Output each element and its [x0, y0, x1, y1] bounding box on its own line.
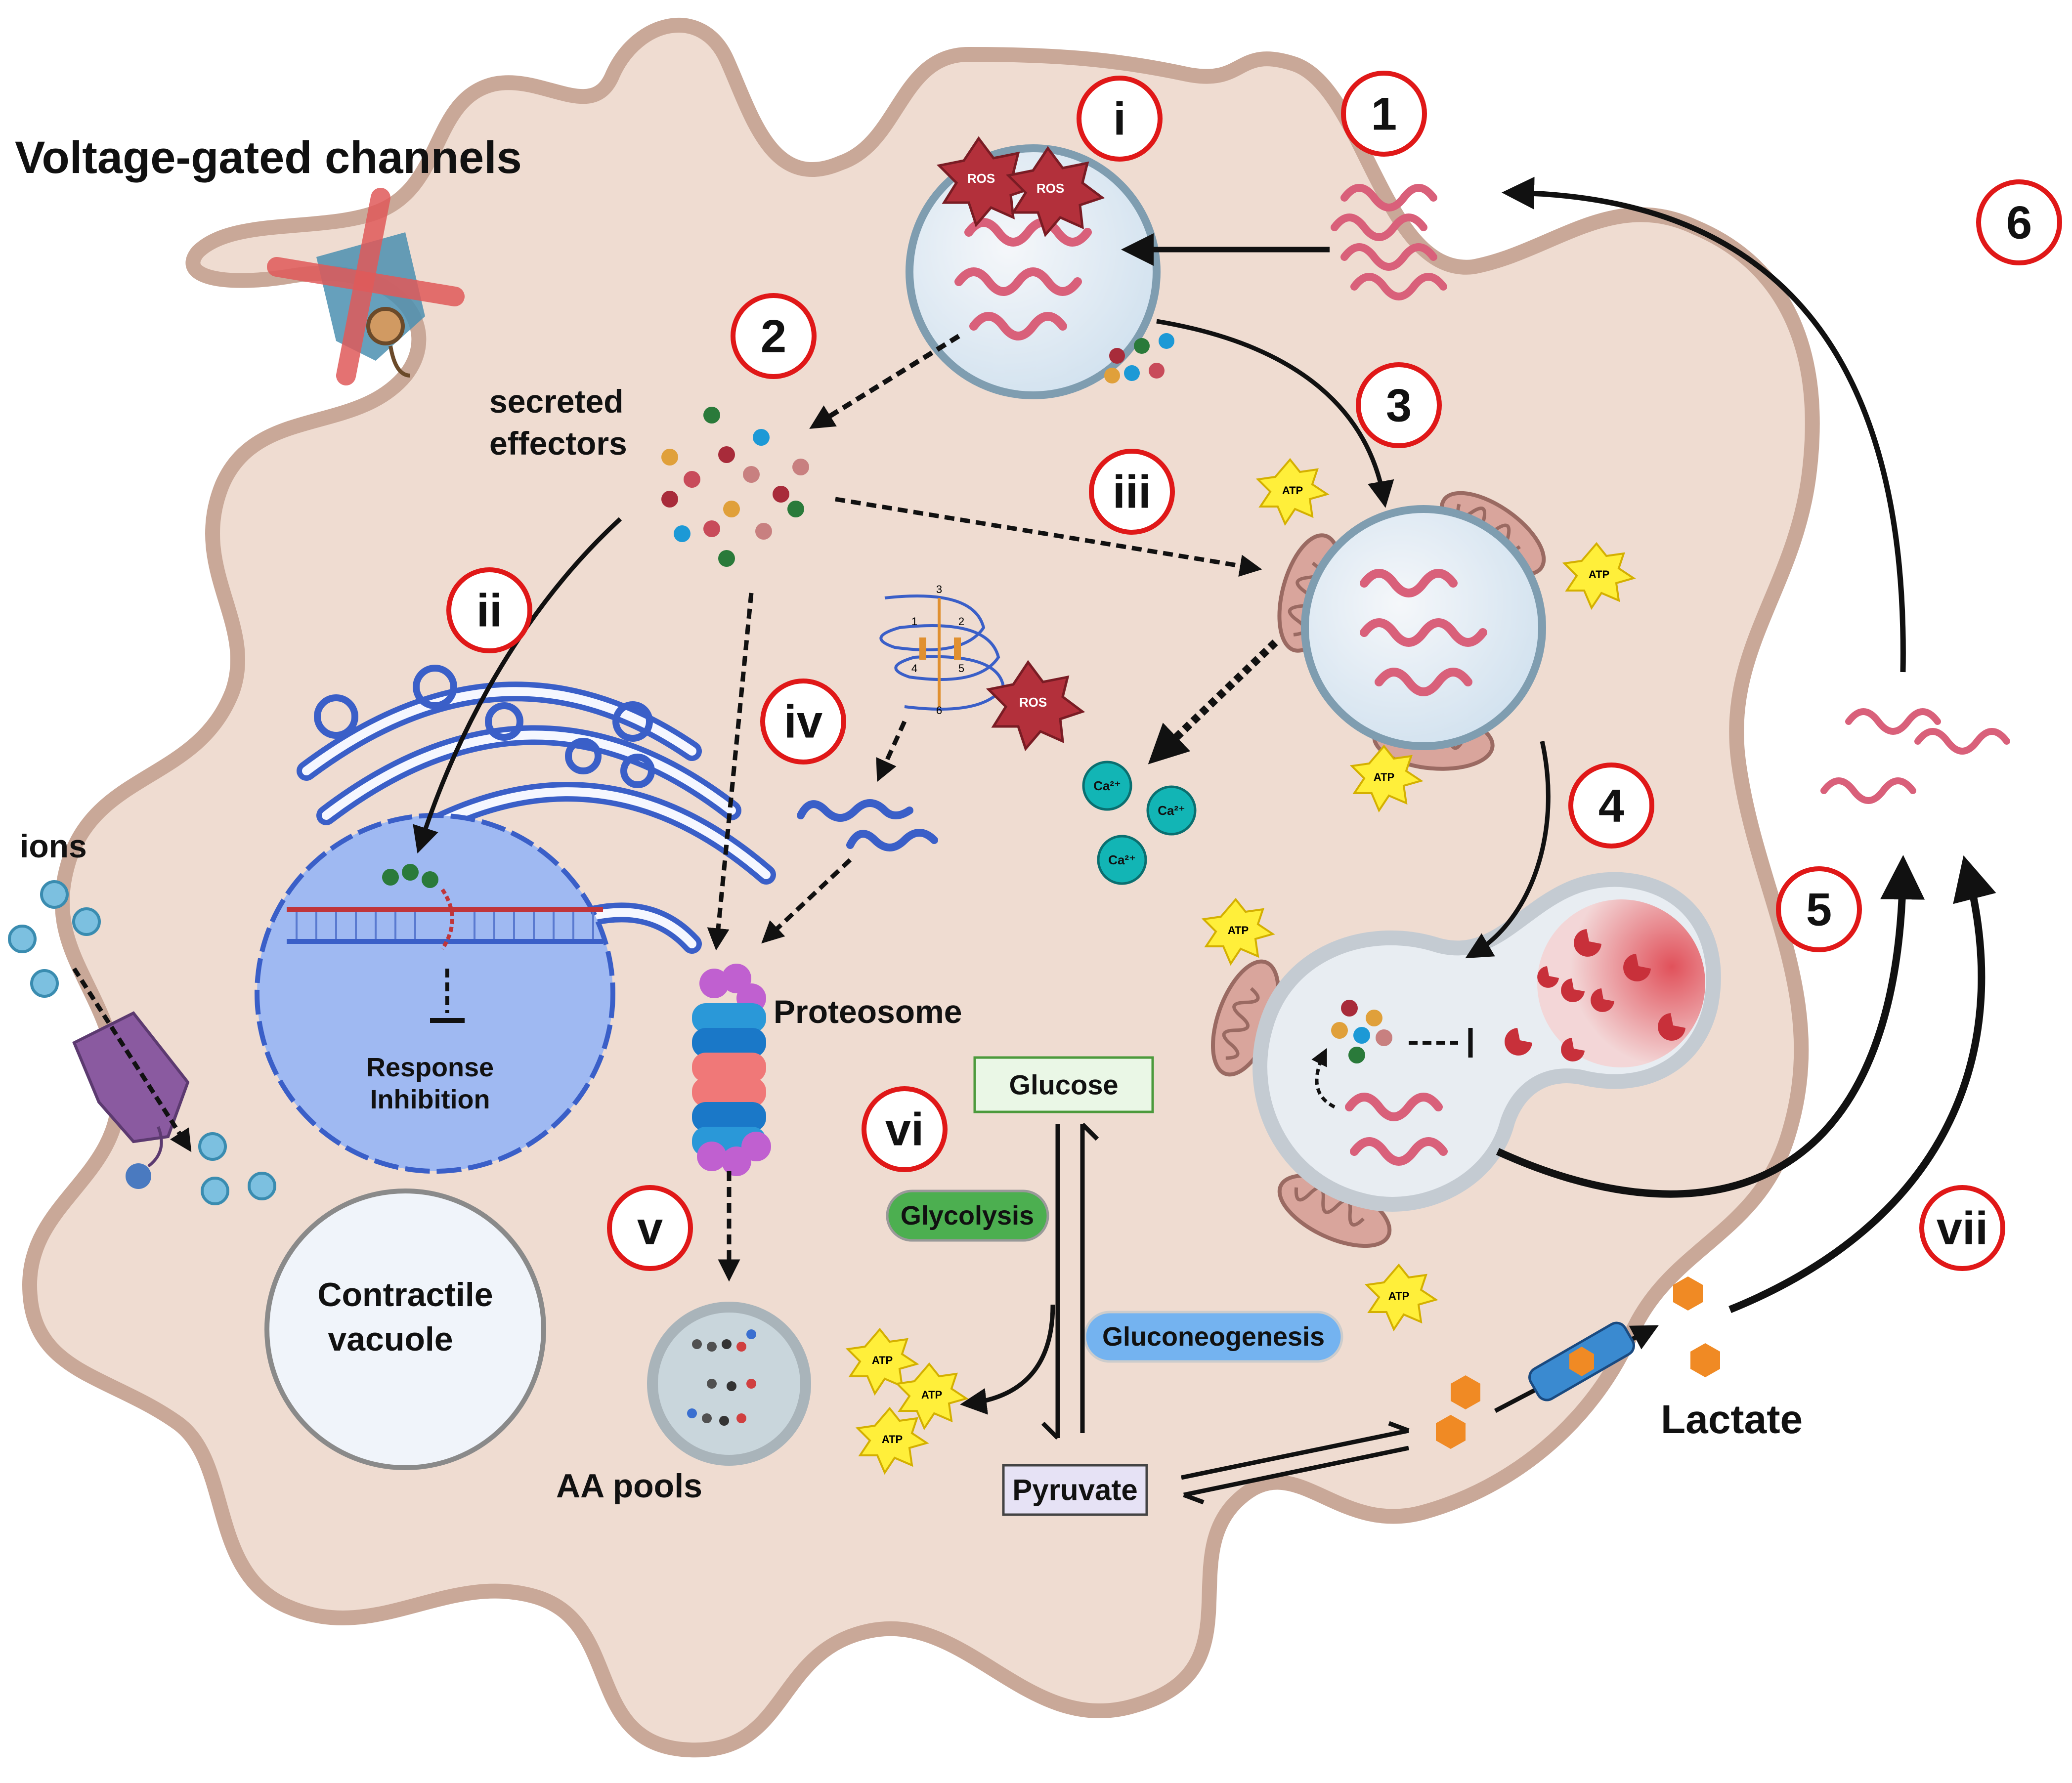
svg-text:ROS: ROS [1019, 695, 1047, 710]
nucleus: Response Inhibition [255, 813, 615, 1174]
svg-text:v: v [637, 1202, 663, 1254]
atp-burst-icon: ATP ATP ATP [845, 1327, 969, 1475]
svg-text:4: 4 [911, 662, 917, 675]
ros-burst-icon: ROS ROS [936, 136, 1105, 237]
svg-text:Ca²⁺: Ca²⁺ [1093, 778, 1121, 793]
step-marker-vi [862, 1086, 948, 1172]
svg-text:vi: vi [885, 1104, 924, 1155]
voltage-channel-icon [267, 188, 465, 385]
aa-pools-vesicle [647, 1302, 811, 1466]
svg-text:ATP: ATP [1589, 568, 1609, 581]
svg-text:iv: iv [784, 696, 822, 748]
svg-text:vii: vii [1937, 1202, 1988, 1254]
bacteria-cluster-icon [1331, 184, 1447, 300]
svg-text:3: 3 [936, 583, 942, 595]
step-marker-4 [1568, 763, 1654, 849]
label-ions: ions [20, 828, 87, 864]
glucose-label: Glucose [1009, 1069, 1119, 1101]
calcium-ions: Ca²⁺ Ca²⁺ Ca²⁺ [1082, 761, 1197, 885]
step-marker-ii [446, 567, 532, 653]
ion-dots [8, 880, 276, 1205]
unfolded-protein-icon [797, 799, 938, 851]
svg-text:Ca²⁺: Ca²⁺ [1158, 803, 1185, 818]
atp-burst-icon: ATP ATP [1201, 897, 1438, 1332]
svg-text:ATP: ATP [1228, 924, 1249, 936]
svg-text:ATP: ATP [1282, 484, 1303, 497]
pyruvate-label: Pyruvate [1012, 1474, 1137, 1507]
svg-text:ATP: ATP [882, 1433, 903, 1445]
step-marker-v [607, 1185, 693, 1271]
label-aa-pools: AA pools [556, 1467, 702, 1505]
label-response-line1: Response [366, 1053, 494, 1082]
contractile-vacuole [264, 1189, 546, 1470]
svg-text:3: 3 [1386, 380, 1412, 431]
svg-text:5: 5 [958, 662, 964, 675]
svg-text:ATP: ATP [1388, 1290, 1409, 1302]
ros-burst-middle-icon: ROS [986, 660, 1085, 751]
step-marker-1 [1341, 71, 1427, 157]
step-marker-5 [1776, 866, 1862, 952]
protein-fold-icon: 3 1 2 4 5 6 [879, 583, 1005, 717]
proteosome-icon [692, 964, 771, 1176]
step-marker-iv [760, 679, 846, 764]
step-marker-i [1077, 76, 1163, 162]
released-bacteria-icon [1820, 708, 2010, 804]
svg-text:Ca²⁺: Ca²⁺ [1108, 852, 1136, 867]
svg-text:6: 6 [936, 704, 942, 717]
svg-text:iii: iii [1113, 466, 1151, 518]
phagolysosome [1200, 872, 1721, 1261]
gluconeogenesis-box [1083, 1311, 1343, 1363]
label-proteosome: Proteosome [774, 993, 962, 1030]
svg-text:1: 1 [911, 615, 917, 628]
glucose-box [973, 1056, 1154, 1113]
svg-text:ATP: ATP [1374, 771, 1394, 783]
svg-text:5: 5 [1806, 884, 1832, 935]
svg-text:2: 2 [958, 615, 964, 628]
label-lactate: Lactate [1661, 1397, 1803, 1442]
glycolysis-box [886, 1189, 1049, 1242]
svg-text:6: 6 [2006, 197, 2032, 249]
svg-text:ROS: ROS [967, 171, 995, 186]
step-marker-3 [1356, 362, 1442, 448]
phagosome-mito [1268, 477, 1557, 773]
svg-text:4: 4 [1598, 780, 1624, 832]
ion-channel-icon [72, 1011, 190, 1189]
svg-text:2: 2 [761, 310, 786, 362]
step-marker-6 [1976, 179, 2062, 265]
svg-text:1: 1 [1371, 88, 1397, 140]
secreted-effector-dots [661, 407, 809, 567]
gluconeogenesis-label: Gluconeogenesis [1102, 1322, 1325, 1352]
label-secreted-line2: effectors [489, 425, 627, 462]
lactate-hexagons [1436, 1276, 1720, 1449]
atp-burst-icon: ATP ATP ATP [1255, 458, 1636, 813]
step-marker-iii [1089, 449, 1175, 535]
svg-text:i: i [1113, 93, 1126, 145]
svg-text:ATP: ATP [872, 1354, 893, 1366]
label-response-line2: Inhibition [370, 1085, 490, 1114]
svg-text:ii: ii [476, 585, 502, 637]
lactate-transporter-icon [1528, 1321, 1635, 1401]
glycolysis-label: Glycolysis [901, 1201, 1034, 1231]
step-marker-2 [731, 293, 817, 379]
label-contractile-line1: Contractile [317, 1276, 493, 1314]
label-contractile-line2: vacuole [328, 1320, 453, 1358]
label-secreted-line1: secreted [489, 383, 624, 420]
pyruvate-box [1002, 1464, 1148, 1516]
svg-text:ROS: ROS [1036, 181, 1064, 196]
step-marker-vii [1919, 1185, 2005, 1271]
step-markers [446, 71, 2062, 1271]
title-voltage-gated-channels: Voltage-gated channels [15, 132, 522, 183]
process-arrows [413, 176, 1996, 1313]
svg-text:ATP: ATP [921, 1389, 942, 1401]
